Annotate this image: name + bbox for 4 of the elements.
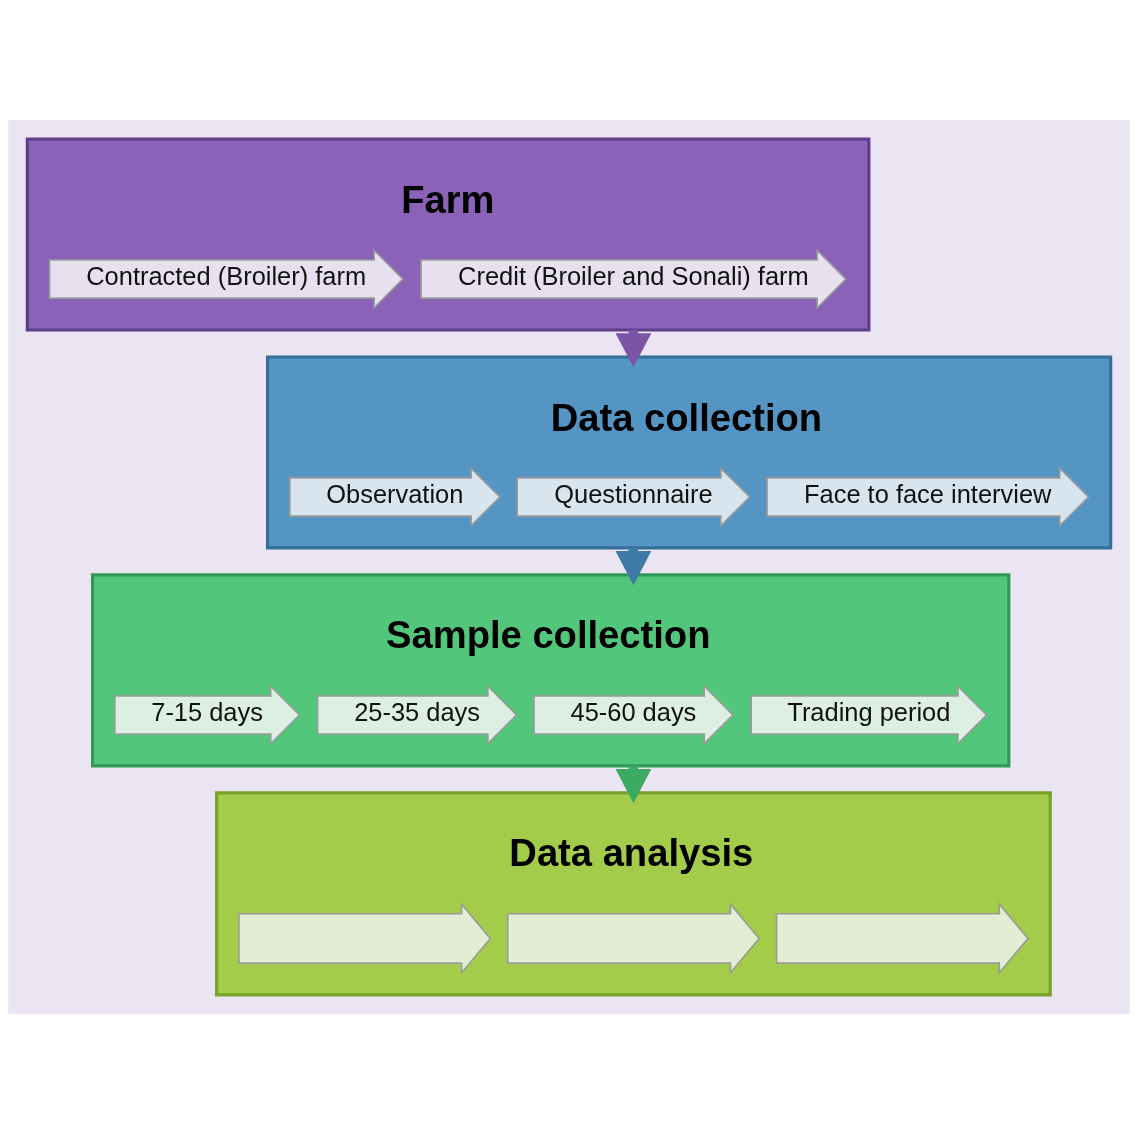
node-arrow <box>506 901 761 975</box>
cluster: Data analysis <box>215 790 1052 996</box>
node-arrow <box>238 901 492 975</box>
node-arrow <box>775 901 1029 975</box>
